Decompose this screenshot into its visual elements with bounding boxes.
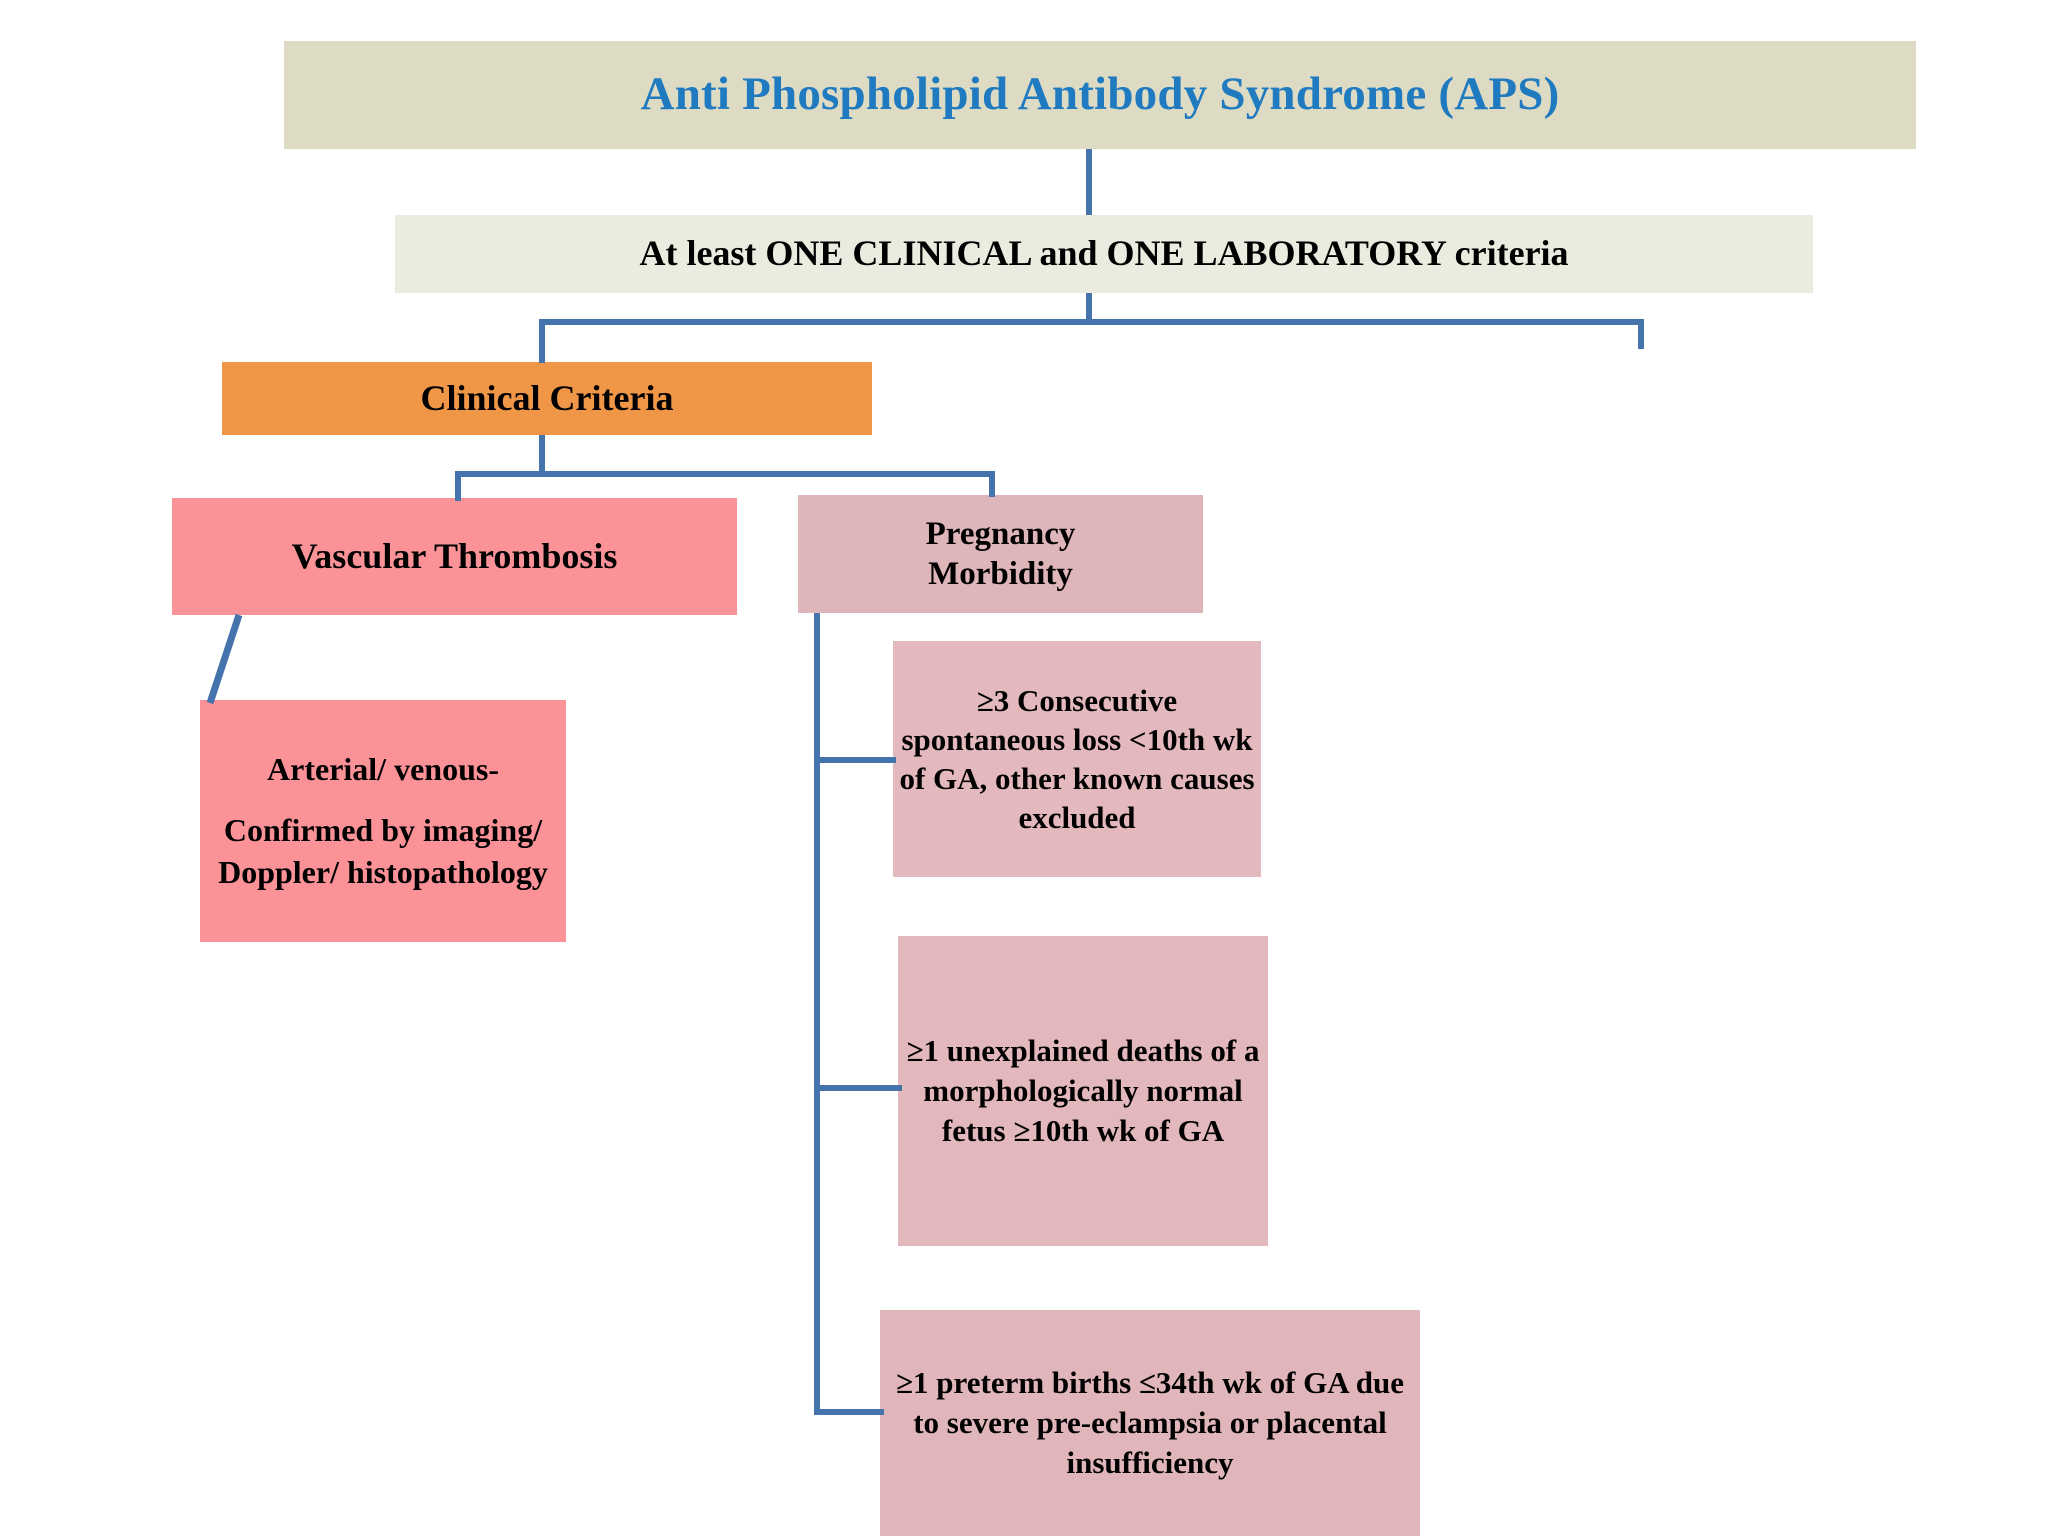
- connector-clinical-bus: [455, 471, 995, 477]
- arterial-venous-line-1: Arterial/ venous-: [267, 750, 499, 787]
- connector-clinical-right-branch: [989, 471, 995, 497]
- connector-criteria-bus: [539, 319, 1644, 325]
- connector-bus-left-branch: [539, 319, 545, 363]
- connector-title-to-criteria: [1086, 149, 1092, 215]
- vascular-thrombosis-box: Vascular Thrombosis: [172, 498, 737, 615]
- arterial-venous-box: Arterial/ venous- Confirmed by imaging/ …: [200, 700, 566, 942]
- connector-criteria-drop: [1086, 293, 1092, 322]
- connector-pregnancy-branch-1: [814, 757, 896, 763]
- criteria-statement-box: At least ONE CLINICAL and ONE LABORATORY…: [395, 215, 1813, 293]
- pregnancy-item-box-2: ≥1 unexplained deaths of a morphological…: [898, 936, 1268, 1246]
- connector-clinical-drop: [539, 435, 545, 475]
- pregnancy-morbidity-box: Pregnancy Morbidity: [798, 495, 1203, 613]
- pregnancy-item-box-1: ≥3 Consecutive spontaneous loss <10th wk…: [893, 641, 1261, 877]
- connector-pregnancy-branch-2: [814, 1085, 902, 1091]
- connector-pregnancy-branch-3: [814, 1409, 884, 1415]
- clinical-criteria-box: Clinical Criteria: [222, 362, 872, 435]
- arterial-venous-line-2: Confirmed by imaging/ Doppler/ histopath…: [218, 812, 548, 890]
- connector-pregnancy-trunk: [814, 613, 820, 1415]
- pregnancy-item-box-3: ≥1 preterm births ≤34th wk of GA due to …: [880, 1310, 1420, 1536]
- connector-bus-right-branch: [1638, 319, 1644, 349]
- title-box: Anti Phospholipid Antibody Syndrome (APS…: [284, 41, 1916, 149]
- connector-clinical-left-branch: [455, 471, 461, 501]
- connector-vascular-to-arterial: [206, 613, 243, 705]
